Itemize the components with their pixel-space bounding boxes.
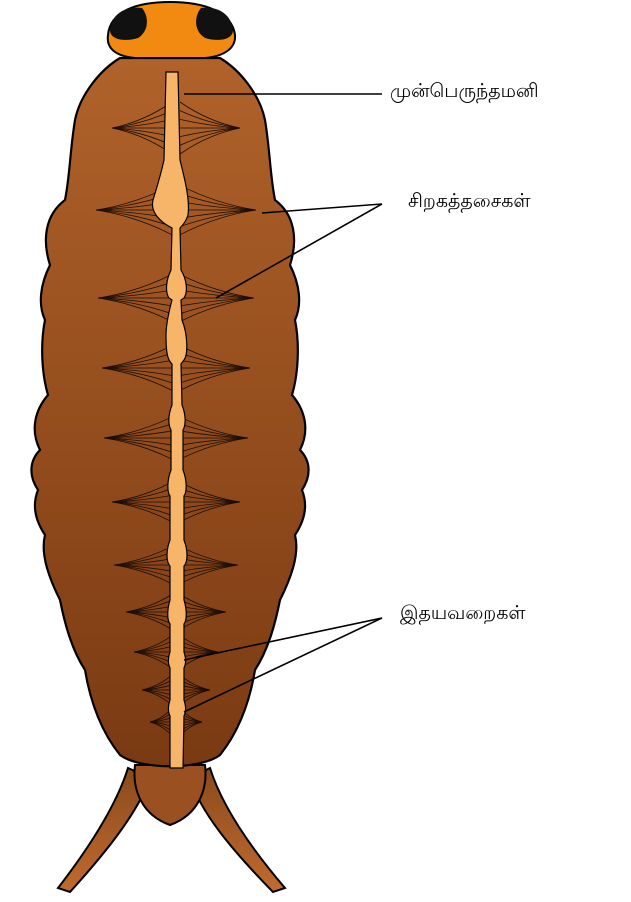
terminal-segment (134, 765, 205, 825)
label-alary-muscles: சிறகத்தசைகள் (408, 192, 531, 211)
right-eye (196, 8, 233, 40)
label-ostia: இதயவறைகள் (400, 604, 526, 623)
label-aorta: முன்பெருந்தமனி (390, 82, 539, 101)
left-eye (110, 8, 147, 40)
